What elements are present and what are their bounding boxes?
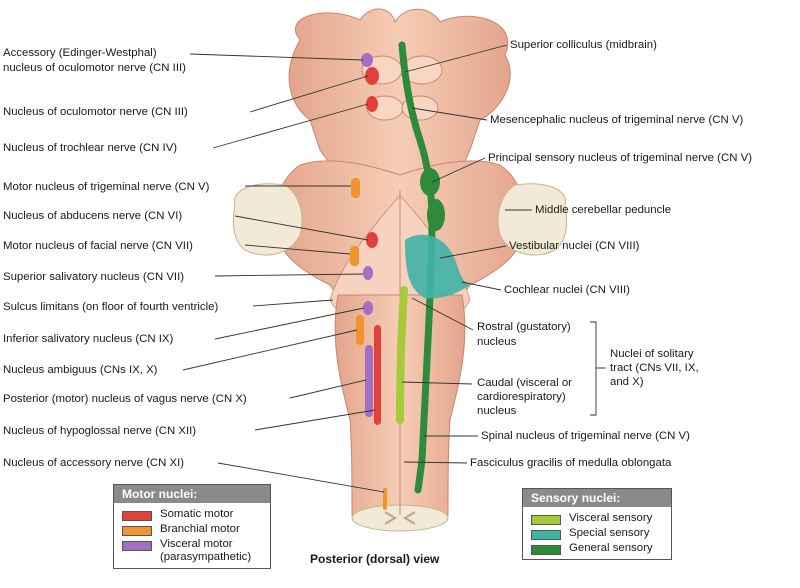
label-trochlear: Nucleus of trochlear nerve (CN IV) — [3, 142, 178, 154]
view-caption: Posterior (dorsal) view — [310, 552, 440, 566]
label-ambiguus: Nucleus ambiguus (CNs IX, X) — [3, 364, 158, 376]
spinal-cord-gray — [384, 511, 416, 525]
trigeminal-bulge — [427, 199, 445, 231]
label-middle-peduncle: Middle cerebellar peduncle — [535, 204, 672, 216]
legend-swatch — [122, 541, 152, 551]
legend-item-visceral-motor: Visceral motor (parasympathetic) — [114, 537, 270, 565]
legend-swatch — [531, 530, 561, 540]
peduncle-cut-left — [232, 183, 303, 256]
label-principal-sensory: Principal sensory nucleus of trigeminal … — [488, 152, 752, 164]
label-accessory: Nucleus of accessory nerve (CN XI) — [3, 457, 185, 469]
sensory-legend-title: Sensory nuclei: — [523, 489, 671, 507]
label-superior-colliculus: Superior colliculus (midbrain) — [510, 39, 657, 51]
legend-label: General sensory — [569, 542, 653, 554]
hypoglossal-nucleus — [374, 325, 381, 425]
label-inferior-salivatory: Inferior salivatory nucleus (CN IX) — [3, 333, 174, 345]
label-solitary-2: tract (CNs VII, IX, — [610, 362, 699, 374]
label-vagus-motor: Posterior (motor) nucleus of vagus nerve… — [3, 393, 247, 405]
label-superior-salivatory: Superior salivatory nucleus (CN VII) — [3, 271, 185, 283]
motor-legend-title: Motor nuclei: — [114, 485, 270, 503]
legend-item-somatic-motor: Somatic motor — [114, 507, 270, 522]
label-solitary-3: and X) — [610, 376, 644, 388]
legend-item-general-sensory: General sensory — [523, 541, 671, 556]
legend-swatch — [122, 526, 152, 536]
legend-swatch — [122, 511, 152, 521]
label-caudal-2: cardiorespiratory) — [477, 391, 566, 403]
vestibular-nuclei — [405, 234, 470, 299]
label-rostral-2: nucleus — [477, 336, 517, 348]
facial-motor-nucleus — [350, 246, 359, 266]
label-hypoglossal: Nucleus of hypoglossal nerve (CN XII) — [3, 425, 197, 437]
legend-label: Visceral motor — [160, 538, 233, 550]
motor-trigeminal-nucleus — [351, 178, 360, 198]
accessory-nucleus — [383, 488, 387, 510]
abducens-nucleus — [366, 232, 378, 248]
vagus-motor-nucleus — [365, 345, 373, 417]
ambiguus-nucleus — [356, 315, 364, 345]
sensory-legend: Sensory nuclei: Visceral sensory Special… — [522, 488, 672, 560]
ew-nucleus — [361, 53, 373, 67]
leader-lines-right — [401, 44, 606, 464]
legend-label-2: (parasympathetic) — [160, 551, 252, 563]
legend-label: Special sensory — [569, 527, 650, 539]
label-caudal-1: Caudal (visceral or — [477, 377, 572, 389]
label-motor-facial: Motor nucleus of facial nerve (CN VII) — [3, 240, 193, 252]
label-rostral-1: Rostral (gustatory) — [477, 321, 571, 333]
trochlear-nucleus — [366, 96, 378, 112]
legend-label: Visceral sensory — [569, 512, 653, 524]
solitary-nucleus — [396, 286, 408, 424]
principal-sensory-nucleus — [420, 168, 440, 196]
legend-swatch — [531, 515, 561, 525]
label-spinal-trigeminal: Spinal nucleus of trigeminal nerve (CN V… — [481, 430, 690, 442]
label-fasciculus: Fasciculus gracilis of medulla oblongata — [470, 457, 672, 469]
inferior-salivatory — [363, 301, 373, 315]
oculomotor-nucleus — [365, 67, 379, 85]
label-solitary-1: Nuclei of solitary — [610, 348, 694, 360]
legend-swatch — [531, 545, 561, 555]
legend-item-special-sensory: Special sensory — [523, 526, 671, 541]
motor-legend: Motor nuclei: Somatic motor Branchial mo… — [113, 484, 271, 569]
label-vestibular: Vestibular nuclei (CN VIII) — [509, 240, 640, 252]
label-caudal-3: nucleus — [477, 405, 517, 417]
label-motor-trigeminal: Motor nucleus of trigeminal nerve (CN V) — [3, 181, 210, 193]
label-oculomotor: Nucleus of oculomotor nerve (CN III) — [3, 106, 188, 118]
label-accessory-ew-2: nucleus of oculomotor nerve (CN III) — [3, 62, 186, 74]
legend-item-branchial-motor: Branchial motor — [114, 522, 270, 537]
label-abducens: Nucleus of abducens nerve (CN VI) — [3, 210, 183, 222]
superior-salivatory — [363, 266, 373, 280]
legend-item-visceral-sensory: Visceral sensory — [523, 511, 671, 526]
label-cochlear: Cochlear nuclei (CN VIII) — [504, 284, 630, 296]
label-accessory-ew: Accessory (Edinger-Westphal) — [3, 47, 157, 59]
label-mesencephalic: Mesencephalic nucleus of trigeminal nerv… — [490, 114, 744, 126]
label-sulcus-limitans: Sulcus limitans (on floor of fourth vent… — [3, 301, 219, 313]
leader-lines-left — [182, 53, 385, 493]
peduncle-cut-right — [497, 183, 568, 256]
legend-label: Branchial motor — [160, 523, 240, 535]
diencephalon — [288, 8, 511, 191]
legend-label: Somatic motor — [160, 508, 234, 520]
